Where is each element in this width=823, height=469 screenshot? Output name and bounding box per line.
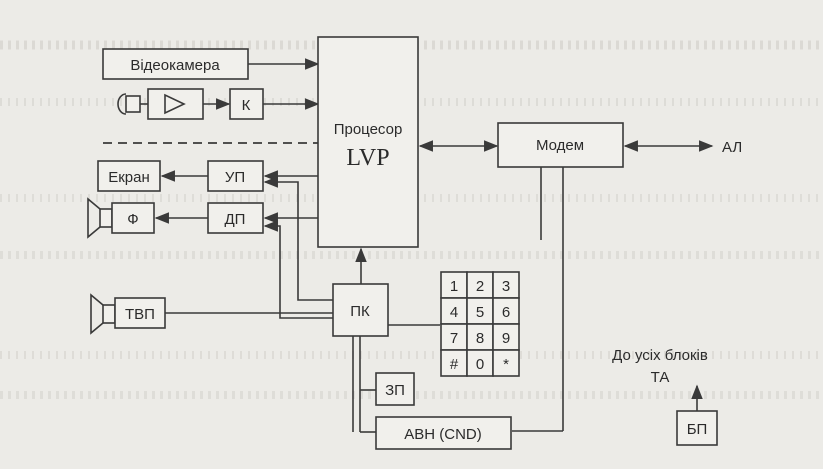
processor-lvp-label: LVP [346, 145, 389, 171]
line-out-label: АЛ [722, 139, 742, 156]
to-all-blocks-label: До усіх блоків [612, 347, 708, 364]
keypad-key-cell [466, 297, 494, 325]
pk-to-up-arrow [263, 176, 333, 301]
up-label: УП [225, 169, 245, 186]
dp-label: ДП [225, 211, 246, 228]
keypad-key-label: # [450, 356, 459, 373]
bp-block [676, 410, 718, 446]
keypad-key-label: 9 [502, 330, 510, 347]
handset-speaker-icon [90, 293, 116, 335]
f-block [111, 202, 155, 234]
keypad-key-label: 7 [450, 330, 458, 347]
bp-label: БП [687, 421, 708, 438]
pk-to-dp-arrow [263, 220, 333, 319]
keypad-key-label: 3 [502, 278, 510, 295]
keypad-key-label: 1 [450, 278, 458, 295]
zp-block [375, 372, 415, 406]
keypad-key-label: 2 [476, 278, 484, 295]
avn-block [375, 416, 512, 450]
keypad-key-label: 0 [476, 356, 484, 373]
keypad-key-cell [492, 271, 520, 299]
ta-label: ТА [651, 369, 670, 386]
pk-block [332, 283, 389, 337]
screen-block [97, 160, 161, 192]
microphone-icon [117, 93, 148, 115]
processor-label: Процесор [334, 121, 403, 138]
dp-block [207, 202, 264, 234]
zp-label: ЗП [385, 382, 405, 399]
processor-block [317, 36, 419, 248]
keypad-key-label: 4 [450, 304, 458, 321]
f-label: Ф [127, 211, 138, 228]
pk-label: ПК [350, 303, 370, 320]
tvp-block [114, 297, 166, 329]
k-label: К [242, 97, 251, 114]
keypad-key-label: 5 [476, 304, 484, 321]
keypad: 1 2 3 4 5 6 7 8 9 #0 * [440, 271, 520, 377]
avn-label: АВН (CND) [404, 426, 482, 443]
up-block [207, 160, 264, 192]
keypad-key-cell [466, 349, 494, 377]
keypad-key-cell [466, 271, 494, 299]
amplifier-triangle-icon [164, 93, 186, 115]
keypad-key-label: * [503, 356, 509, 373]
keypad-key-cell [492, 323, 520, 351]
tvp-label: ТВП [125, 306, 155, 323]
modem-label: Модем [536, 137, 584, 154]
keypad-key-cell [492, 297, 520, 325]
keypad-key-label: 6 [502, 304, 510, 321]
speaker-icon [87, 197, 113, 239]
keypad-key-label: 8 [476, 330, 484, 347]
amplifier-block [147, 88, 204, 120]
screen-label: Екран [108, 169, 150, 186]
videocamera-label: Відеокамера [130, 57, 220, 74]
keypad-key-cell [492, 349, 520, 377]
modem-block [497, 122, 624, 168]
